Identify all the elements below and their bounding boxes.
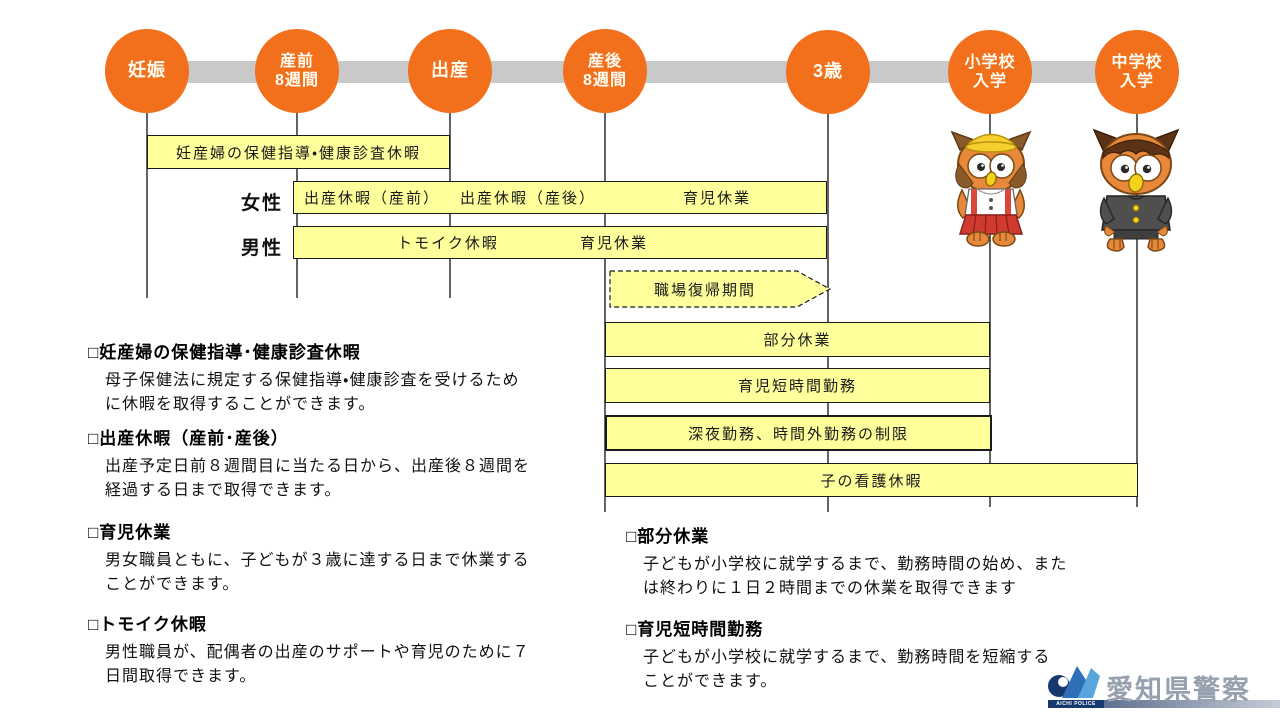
bar-return-to-work-label: 職場復帰期間 xyxy=(653,281,756,299)
bar-childcare-leave-female: 育児休業 xyxy=(682,190,752,207)
milestone-birth: 出産 xyxy=(408,29,492,113)
description-heading: □育児休業 xyxy=(88,523,172,542)
description-partial-leave: □部分休業 子どもが小学校に就学するまで、勤務時間の始め、また は終わりに１日２… xyxy=(626,522,1171,601)
description-body: 子どもが小学校に就学するまで、勤務時間を短縮する ことができます。 xyxy=(643,649,1051,690)
owl-boy-mascot-icon xyxy=(1092,128,1180,252)
bar-night-overtime-limit: 深夜勤務、時間外勤務の制限 xyxy=(605,415,992,451)
milestone-post8weeks: 産後 8週間 xyxy=(563,29,647,113)
aichi-police-logo-icon xyxy=(1048,666,1100,698)
description-heading: □トモイク休暇 xyxy=(88,615,207,634)
milestone-age3: 3歳 xyxy=(786,30,870,114)
aichi-police-footer: AICHI POLICE 愛知県警察 xyxy=(1046,660,1280,712)
description-heading: □部分休業 xyxy=(626,527,710,546)
description-maternity-leave: □出産休暇（産前･産後） 出産予定日前８週間目に当たる日から、出産後８週間を 経… xyxy=(88,424,598,503)
bar-partial-leave: 部分休業 xyxy=(605,322,990,357)
description-childcare-leave: □育児休業 男女職員ともに、子どもが３歳に達する日まで休業する ことができます。 xyxy=(88,518,598,597)
org-name-label: 愛知県警察 xyxy=(1106,675,1251,705)
milestone-pre8weeks: 産前 8週間 xyxy=(255,29,339,113)
bar-female-leave-row: 出産休暇（産前） 出産休暇（産後） 育児休業 xyxy=(293,181,827,214)
description-heading: □妊産婦の保健指導･健康診査休暇 xyxy=(88,343,361,362)
return-to-work-arrow: 職場復帰期間 xyxy=(605,269,837,309)
milestone-elementary: 小学校 入学 xyxy=(948,30,1032,114)
description-body: 男性職員が、配偶者の出産のサポートや育児のために７ 日間取得できます。 xyxy=(105,644,530,685)
bar-maternity-leave-post: 出産休暇（産後） xyxy=(459,190,597,207)
description-body: 子どもが小学校に就学するまで、勤務時間の始め、また は終わりに１日２時間までの休… xyxy=(643,556,1068,597)
milestone-juniorhigh: 中学校 入学 xyxy=(1095,30,1179,114)
description-maternal-checkup: □妊産婦の保健指導･健康診査休暇 母子保健法に規定する保健指導・健康診査を受ける… xyxy=(88,338,598,417)
bar-maternity-leave-pre: 出産休暇（産前） xyxy=(303,190,441,207)
description-body: 男女職員ともに、子どもが３歳に達する日まで休業する ことができます。 xyxy=(105,552,530,593)
bar-childcare-leave-male: 育児休業 xyxy=(579,235,649,252)
bar-shorter-work-hours: 育児短時間勤務 xyxy=(605,368,990,403)
logo-strip-label: AICHI POLICE xyxy=(1048,700,1104,708)
bar-male-leave-row: トモイク休暇 育児休業 xyxy=(293,226,827,259)
description-shorter-hours: □育児短時間勤務 子どもが小学校に就学するまで、勤務時間を短縮する ことができま… xyxy=(626,615,1171,694)
description-body: 出産予定日前８週間目に当たる日から、出産後８週間を 経過する日まで取得できます。 xyxy=(105,458,531,499)
row-label-male: 男性 xyxy=(240,238,283,259)
owl-girl-mascot-icon xyxy=(950,130,1032,247)
arrow-shape-icon xyxy=(609,270,832,308)
description-heading: □出産休暇（産前･産後） xyxy=(88,429,289,448)
milestone-pregnancy: 妊娠 xyxy=(105,29,189,113)
bar-maternal-checkup-leave: 妊産婦の保健指導・健康診査休暇 xyxy=(147,135,450,169)
bar-child-nursing-leave: 子の看護休暇 xyxy=(605,463,1138,497)
description-body: 母子保健法に規定する保健指導・健康診査を受けるため に休暇を取得することができま… xyxy=(105,372,520,413)
row-label-female: 女性 xyxy=(240,193,283,214)
bar-tomoiku-leave: トモイク休暇 xyxy=(397,235,499,252)
logo-gradient-bar xyxy=(1104,700,1280,708)
description-tomoiku-leave: □トモイク休暇 男性職員が、配偶者の出産のサポートや育児のために７ 日間取得でき… xyxy=(88,610,598,689)
description-heading: □育児短時間勤務 xyxy=(626,620,764,639)
